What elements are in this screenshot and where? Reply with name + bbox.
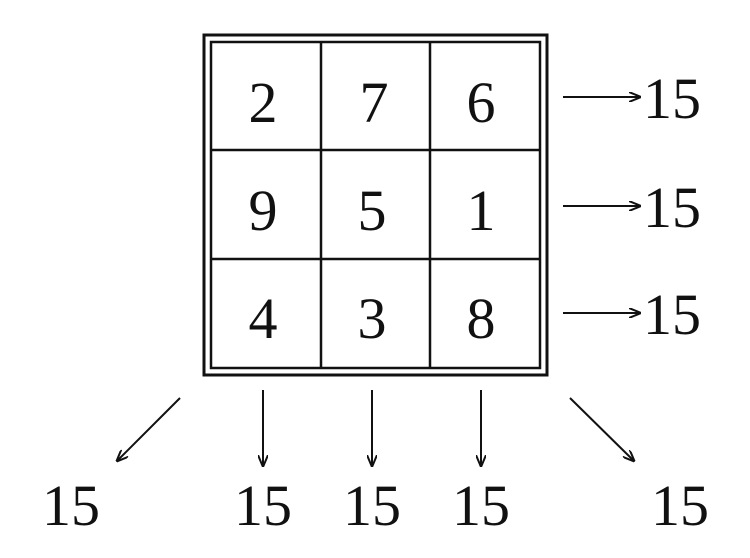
cell-r2-c1: 9 (249, 178, 278, 243)
column-3-sum: 15 (452, 473, 510, 538)
inner-frame (209, 40, 542, 370)
main-diagonal-sum: 15 (651, 473, 709, 538)
cell-r2-c3: 1 (467, 178, 496, 243)
column-1-sum: 15 (234, 473, 292, 538)
cell-r1-c3: 6 (467, 70, 496, 135)
grid-cells: 2 7 6 9 5 1 4 3 8 (249, 70, 496, 351)
cell-r3-c2: 3 (358, 286, 387, 351)
cell-r1-c1: 2 (249, 70, 278, 135)
cell-r2-c2: 5 (358, 178, 387, 243)
column-2-sum: 15 (343, 473, 401, 538)
cell-r3-c1: 4 (249, 286, 278, 351)
outer-frame (202, 33, 549, 377)
anti-diagonal-sum: 15 (42, 473, 100, 538)
row-1-sum: 15 (643, 66, 701, 131)
cell-r3-c3: 8 (467, 286, 496, 351)
cell-r1-c2: 7 (360, 70, 389, 135)
row-3-sum: 15 (643, 282, 701, 347)
main-diagonal-arrow (569, 397, 634, 461)
row-2-sum: 15 (643, 175, 701, 240)
anti-diagonal-arrow (117, 397, 181, 461)
